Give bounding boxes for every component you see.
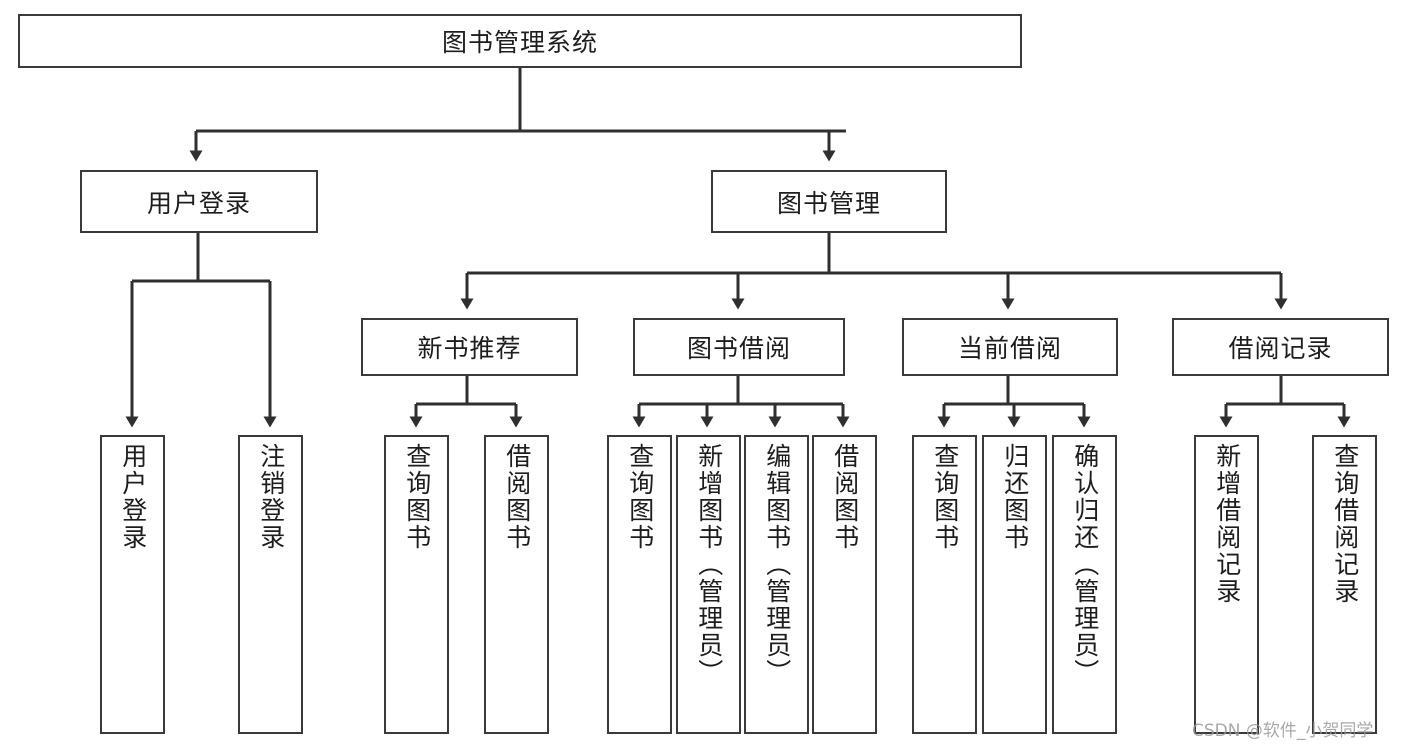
leaf-edit-book-admin[interactable]: 编辑图书（管理员）	[744, 435, 809, 734]
node-book-borrow[interactable]: 图书借阅	[633, 318, 845, 376]
leaf-user-login-label: 用户登录	[118, 443, 148, 551]
node-user-login-label: 用户登录	[146, 188, 251, 218]
leaf-borrow-book-borrow-label: 借阅图书	[830, 443, 860, 551]
leaf-query-book-current-label: 查询图书	[930, 443, 960, 551]
leaf-logout-label: 注销登录	[256, 443, 286, 551]
node-new-book-recommend[interactable]: 新书推荐	[361, 318, 578, 376]
node-root[interactable]: 图书管理系统	[18, 14, 1022, 68]
leaf-add-book-admin[interactable]: 新增图书（管理员）	[676, 435, 741, 734]
leaf-query-book-current[interactable]: 查询图书	[912, 435, 977, 734]
node-book-management-label: 图书管理	[776, 188, 881, 218]
node-borrow-records-label: 借阅记录	[1228, 334, 1333, 363]
leaf-add-borrow-record[interactable]: 新增借阅记录	[1194, 435, 1259, 734]
node-borrow-records[interactable]: 借阅记录	[1172, 318, 1389, 376]
leaf-query-book-borrow-label: 查询图书	[625, 443, 655, 551]
watermark: CSDN @软件_小贺同学	[1192, 721, 1374, 741]
leaf-confirm-return-admin-label: 确认归还（管理员）	[1070, 443, 1100, 686]
node-user-login[interactable]: 用户登录	[80, 170, 318, 233]
leaf-add-borrow-record-label: 新增借阅记录	[1212, 443, 1242, 605]
leaf-edit-book-admin-label: 编辑图书（管理员）	[762, 443, 792, 686]
node-book-management[interactable]: 图书管理	[711, 170, 947, 233]
leaf-user-login[interactable]: 用户登录	[100, 435, 165, 734]
leaf-query-book-newbook[interactable]: 查询图书	[384, 435, 449, 734]
node-root-label: 图书管理系统	[441, 28, 598, 57]
leaf-query-book-newbook-label: 查询图书	[402, 443, 432, 551]
leaf-query-borrow-record-label: 查询借阅记录	[1330, 443, 1360, 605]
node-current-borrow[interactable]: 当前借阅	[902, 318, 1118, 376]
leaf-add-book-admin-label: 新增图书（管理员）	[694, 443, 724, 686]
leaf-query-borrow-record[interactable]: 查询借阅记录	[1312, 435, 1377, 734]
node-new-book-recommend-label: 新书推荐	[417, 334, 522, 363]
leaf-borrow-book-newbook[interactable]: 借阅图书	[484, 435, 549, 734]
leaf-return-book-label: 归还图书	[1000, 443, 1030, 551]
leaf-return-book[interactable]: 归还图书	[982, 435, 1047, 734]
leaf-logout[interactable]: 注销登录	[238, 435, 303, 734]
node-book-borrow-label: 图书借阅	[686, 334, 791, 363]
leaf-borrow-book-newbook-label: 借阅图书	[502, 443, 532, 551]
leaf-borrow-book-borrow[interactable]: 借阅图书	[812, 435, 877, 734]
leaf-query-book-borrow[interactable]: 查询图书	[607, 435, 672, 734]
node-current-borrow-label: 当前借阅	[957, 334, 1062, 363]
leaf-confirm-return-admin[interactable]: 确认归还（管理员）	[1052, 435, 1117, 734]
